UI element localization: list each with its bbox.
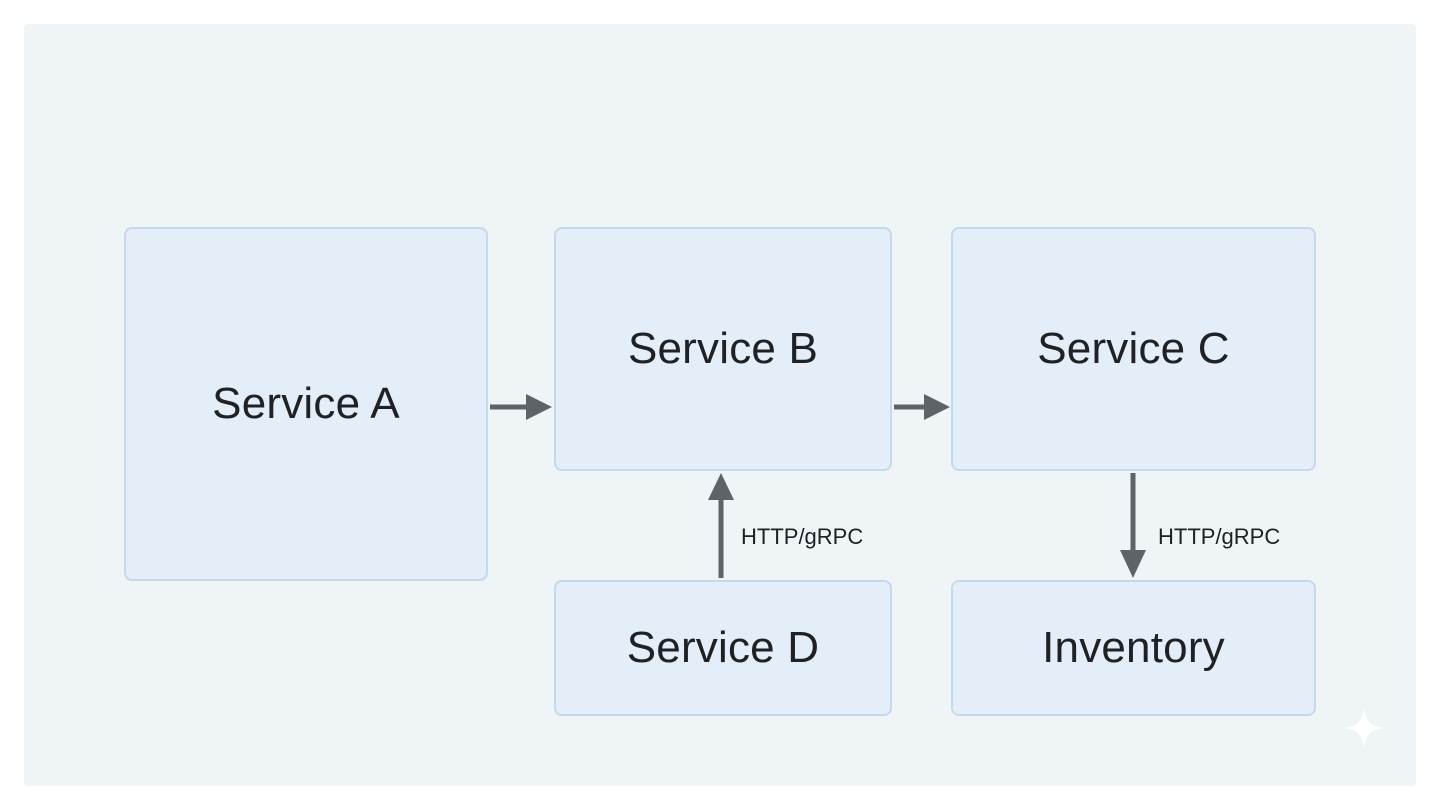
diagram-edges [490, 394, 1146, 578]
diagram-canvas: Service A Service B Service C Service D … [24, 24, 1416, 786]
edge-label-service-d-to-service-b: HTTP/gRPC [741, 524, 864, 549]
edge-service-b-to-service-c [894, 394, 950, 420]
node-service-a[interactable]: Service A [124, 227, 488, 581]
edge-label-service-c-to-inventory: HTTP/gRPC [1158, 524, 1281, 549]
sparkle-icon [1344, 708, 1384, 748]
node-service-c[interactable]: Service C [951, 227, 1316, 471]
node-inventory[interactable]: Inventory [951, 580, 1316, 716]
edge-service-a-to-service-b [490, 394, 552, 420]
edge-service-c-to-inventory [1120, 473, 1146, 578]
node-service-b[interactable]: Service B [554, 227, 892, 471]
edge-service-d-to-service-b [708, 473, 734, 578]
node-service-d[interactable]: Service D [554, 580, 892, 716]
